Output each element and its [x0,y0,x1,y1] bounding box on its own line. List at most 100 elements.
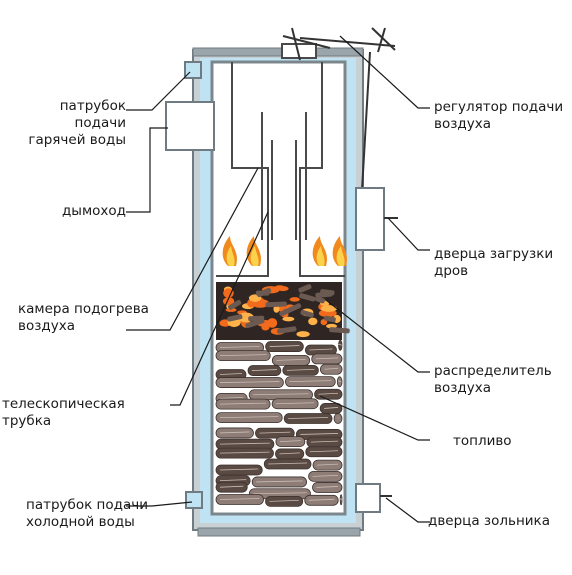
charred-wood [315,291,333,298]
log-bark-line [315,357,339,360]
ember [261,324,270,331]
log-bark-line [337,498,345,501]
log [215,481,248,493]
label-ash-door: дверца зольника [428,513,550,529]
ember [223,288,234,298]
log [319,363,343,375]
ash-door [355,483,392,513]
leader-lines [126,35,430,523]
log [247,365,282,376]
ember [321,311,329,317]
log-bark-line [268,462,308,465]
charred-wood [245,318,265,329]
log-bark-line [219,498,260,500]
log [215,447,274,459]
log-bark-line [276,358,306,361]
log-bark-line [310,440,339,443]
log-bark-line [251,369,277,371]
charred-wood [299,293,316,302]
log [308,470,343,482]
log-bark-line [309,450,339,453]
ember [296,331,310,338]
log [215,412,283,423]
air-heating-chamber [216,62,345,277]
log-bark-line [219,416,279,418]
ember [273,305,280,313]
log-bark-line [219,479,247,482]
label-telescopic-tube: телескопическая трубка [2,396,125,429]
ember [320,305,338,312]
log [215,398,271,410]
label-fuel: топливо [453,433,512,449]
label-air-supply-regulator: регулятор подачи воздуха [434,99,564,132]
charred-wood [279,303,302,317]
log [282,364,319,376]
air-distributor [216,282,350,340]
air-supply-regulator [282,27,396,191]
log [265,495,304,507]
log-bark-line [324,367,339,370]
charred-wood [300,309,314,318]
log-bark-line [219,468,259,471]
log-bark-line [300,433,339,435]
log-bark-line [316,486,339,488]
log-bark-line [308,498,335,501]
flame-core-icon [226,246,235,266]
chimney [165,101,215,151]
log-bark-line [289,380,332,383]
log [251,476,307,488]
fuel-pile [215,339,345,507]
log-bark-line [316,463,339,466]
log [215,350,271,362]
charred-wood [323,315,336,323]
log-bark-line [286,368,315,371]
wood-loading-door [355,187,398,251]
charred-wood [329,327,350,334]
charred-wood [228,300,242,310]
log [271,398,319,410]
ember [289,297,300,302]
boiler-base [197,527,361,537]
log-bark-line [337,343,343,346]
charred-wood [298,284,312,293]
log-bark-line [288,417,329,419]
log-bark-line [312,474,339,477]
log [285,376,336,388]
ember [326,323,337,329]
log-bark-line [219,397,244,399]
log [255,427,295,439]
cold-water-pipe [185,491,203,509]
log-bark-line [276,402,315,405]
log-bark-line [318,392,339,395]
charred-wood [277,326,297,334]
charred-wood [256,287,271,298]
log-bark-line [279,452,300,455]
log-bark-line [219,485,244,488]
log-bark-line [256,480,303,483]
flame-core-icon [250,246,259,266]
label-hot-water-pipe: патрубок подачи гарячей воды [28,98,126,148]
log-bark-line [309,348,333,351]
log-bark-line [259,431,291,434]
log [336,376,343,388]
label-cold-water-pipe: патрубок подачи холодной воды [26,497,148,530]
label-air-distributor: распределитель воздуха [434,363,552,396]
log-bark-line [219,431,250,434]
log-bark-line [253,492,307,495]
log [215,377,284,388]
flames [222,236,347,266]
log [263,458,312,470]
label-air-heating-chamber: камера подогрева воздуха [18,301,149,334]
log [215,494,264,505]
log-bark-line [279,440,301,442]
log-bark-line [219,381,280,383]
label-chimney: дымоход [61,203,126,219]
ember [308,317,318,326]
log [312,482,343,493]
log-bark-line [324,407,339,409]
log-bark-line [219,451,270,454]
log [283,413,333,424]
log [319,403,343,414]
log-bark-line [269,499,299,502]
